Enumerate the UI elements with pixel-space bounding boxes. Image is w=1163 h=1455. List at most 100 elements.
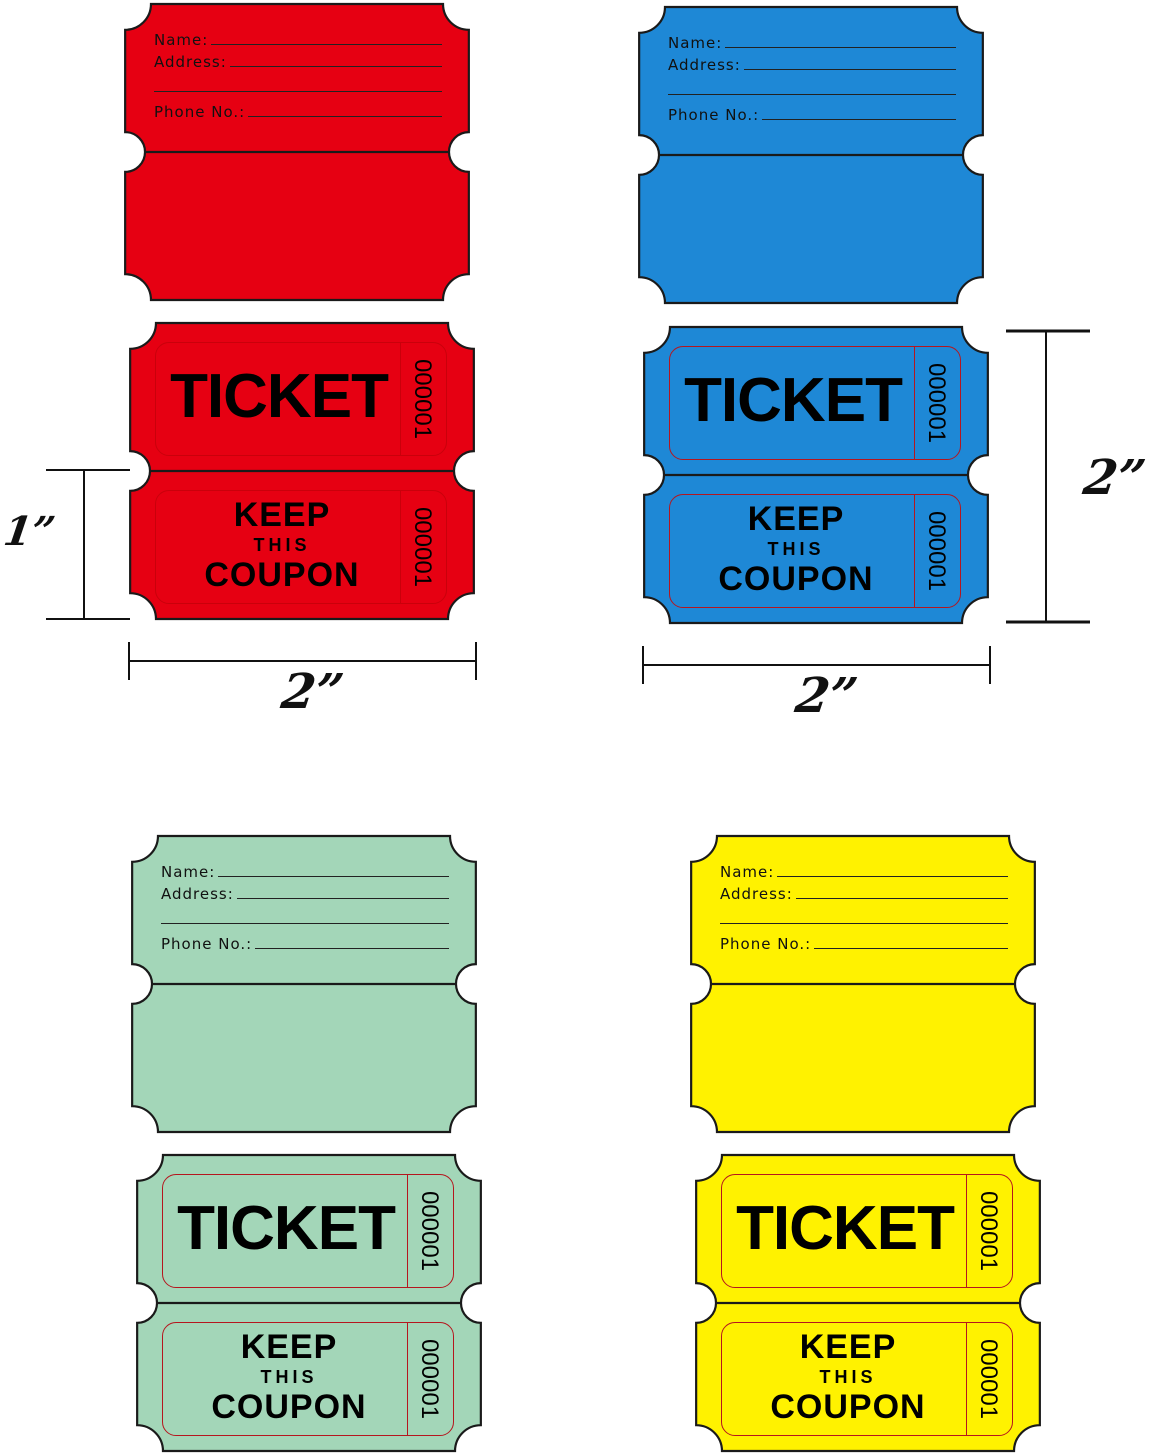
name-field: Name: [154, 31, 442, 49]
phone-underline [248, 116, 442, 117]
address-underline [229, 66, 442, 67]
coupon-label: COUPON [204, 556, 360, 594]
ticket-outline-icon [136, 1153, 482, 1453]
coupon-label: COUPON [770, 1388, 926, 1426]
ticket-outline-icon [638, 5, 984, 305]
ticket-stub-frame [155, 342, 447, 456]
address-field: Address: [668, 56, 956, 74]
coupon-stub-frame [155, 490, 447, 604]
serial-number-bottom: 000001 [409, 506, 436, 588]
name-underline [725, 47, 956, 48]
serial-divider [966, 1175, 967, 1287]
this-label: THIS [253, 535, 311, 555]
ticket-outline-icon [643, 325, 989, 625]
serial-number-top: 000001 [409, 358, 436, 440]
dimension-bracket-vertical-icon [1006, 329, 1090, 624]
dimension-label-blue-height: 2” [1080, 450, 1149, 506]
ticket-outline-icon [131, 834, 477, 1134]
coupon-label: COUPON [211, 1388, 367, 1426]
form-ticket-blue: Name: Address: Phone No.: [638, 5, 984, 305]
serial-number-top: 000001 [975, 1190, 1002, 1272]
this-label: THIS [767, 539, 825, 559]
serial-divider [914, 495, 915, 607]
coupon-stub-frame [721, 1322, 1013, 1436]
serial-divider [407, 1175, 408, 1287]
keep-label: KEEP [233, 496, 331, 534]
address-underline [795, 898, 1008, 899]
address-field: Address: [161, 885, 449, 903]
name-label: Name: [668, 34, 723, 52]
form-ticket-green: Name: Address: Phone No.: [131, 834, 477, 1134]
printed-ticket-blue: TICKET 000001 KEEP THIS COUPON 000001 [643, 325, 989, 625]
serial-divider [407, 1323, 408, 1435]
dimension-bracket-horizontal-icon [128, 642, 477, 680]
address-field: Address: [720, 885, 1008, 903]
ticket-stub-frame [162, 1174, 454, 1288]
printed-ticket-yellow: TICKET 000001 KEEP THIS COUPON 000001 [695, 1153, 1041, 1453]
address-label: Address: [720, 885, 793, 903]
address-field: Address: [154, 53, 442, 71]
ticket-outline-icon [129, 321, 475, 621]
printed-ticket-red: TICKET 000001 KEEP THIS COUPON 000001 [129, 321, 475, 621]
ticket-label: TICKET [177, 1194, 396, 1263]
address-underline [743, 69, 956, 70]
dimension-red-width [128, 642, 478, 682]
ticket-label: TICKET [170, 362, 389, 431]
serial-number-top: 000001 [416, 1190, 443, 1272]
ticket-label: TICKET [684, 366, 903, 435]
dimension-blue-height [1006, 329, 1090, 625]
phone-label: Phone No.: [154, 103, 246, 121]
serial-divider [400, 491, 401, 603]
this-label: THIS [260, 1367, 318, 1387]
serial-number-bottom: 000001 [923, 510, 950, 592]
form-ticket-yellow: Name: Address: Phone No.: [690, 834, 1036, 1134]
ticket-stub-frame [669, 346, 961, 460]
ticket-stub-frame [721, 1174, 1013, 1288]
dimension-red-height [46, 469, 130, 621]
dimension-bracket-vertical-icon [46, 469, 130, 620]
serial-divider [914, 347, 915, 459]
phone-underline [814, 948, 1008, 949]
serial-divider [966, 1323, 967, 1435]
name-underline [777, 876, 1008, 877]
ticket-outline-icon [124, 2, 470, 302]
name-label: Name: [161, 863, 216, 881]
address-label: Address: [668, 56, 741, 74]
address-second-line [154, 91, 442, 92]
dimension-label-red-width: 2” [278, 664, 347, 720]
this-label: THIS [819, 1367, 877, 1387]
phone-label: Phone No.: [668, 106, 760, 124]
coupon-label: COUPON [718, 560, 874, 598]
phone-field: Phone No.: [161, 935, 449, 953]
keep-label: KEEP [747, 500, 845, 538]
ticket-label: TICKET [736, 1194, 955, 1263]
keep-label: KEEP [799, 1328, 897, 1366]
ticket-outline-icon [690, 834, 1036, 1134]
phone-label: Phone No.: [720, 935, 812, 953]
serial-number-bottom: 000001 [975, 1338, 1002, 1420]
address-label: Address: [154, 53, 227, 71]
address-underline [236, 898, 449, 899]
phone-field: Phone No.: [668, 106, 956, 124]
serial-number-top: 000001 [923, 362, 950, 444]
name-field: Name: [161, 863, 449, 881]
coupon-stub-frame [669, 494, 961, 608]
address-second-line [720, 923, 1008, 924]
name-underline [211, 44, 442, 45]
phone-underline [255, 948, 449, 949]
coupon-stub-frame [162, 1322, 454, 1436]
form-ticket-red: Name: Address: Phone No.: [124, 2, 470, 302]
dimension-label-blue-width: 2” [792, 668, 861, 724]
serial-number-bottom: 000001 [416, 1338, 443, 1420]
serial-divider [400, 343, 401, 455]
phone-underline [762, 119, 956, 120]
name-label: Name: [720, 863, 775, 881]
address-second-line [161, 923, 449, 924]
name-underline [218, 876, 449, 877]
phone-label: Phone No.: [161, 935, 253, 953]
name-field: Name: [668, 34, 956, 52]
keep-label: KEEP [240, 1328, 338, 1366]
dimension-blue-width [642, 646, 992, 686]
dimension-label-red-height: 1” [0, 508, 59, 555]
name-label: Name: [154, 31, 209, 49]
